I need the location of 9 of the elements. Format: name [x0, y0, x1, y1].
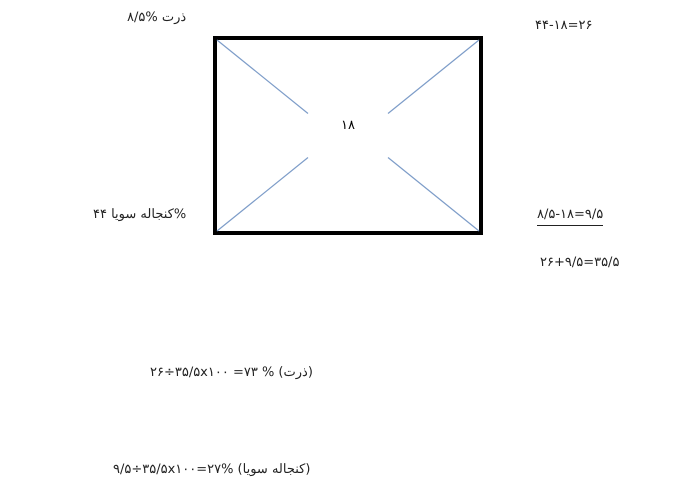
center-value: ۱۸ — [341, 118, 355, 134]
equation-text: ۹/۵÷۳۵/۵x۱۰۰=۲۷% (کنجاله سویا) — [113, 462, 310, 478]
equation-text: ۲۶÷۳۵/۵x۱۰۰ =۷۳ % (ذرت) — [150, 365, 313, 381]
equation-text: ۲۶+۹/۵=۳۵/۵ — [540, 255, 620, 271]
square-box — [213, 36, 483, 235]
ingredient-label: ذرت %۸/۵ — [127, 10, 186, 26]
ingredient-label: %کنجاله سویا ۴۴ — [93, 207, 186, 223]
equation-text: ۴۴-۱۸=۲۶ — [535, 18, 592, 34]
equation-text: ۸/۵-۱۸=۹/۵ — [537, 207, 604, 226]
